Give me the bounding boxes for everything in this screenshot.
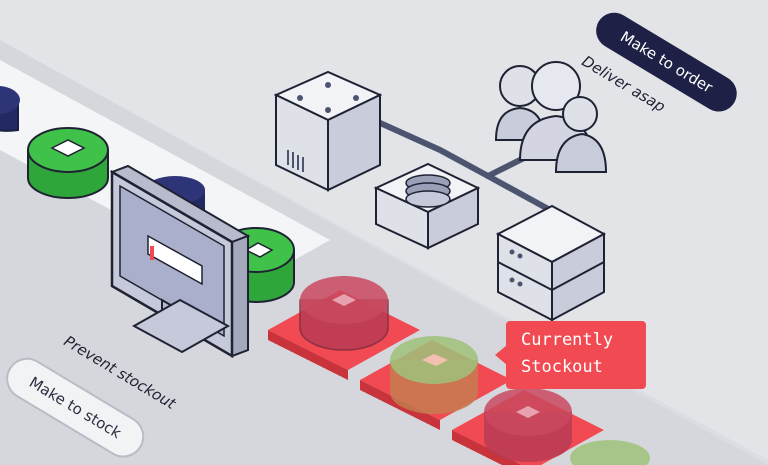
- callout-line-2: Stockout: [521, 357, 603, 377]
- document-icon: [244, 242, 274, 258]
- document-icon: [50, 139, 86, 157]
- stockout-callout: Currently Stockout: [506, 321, 646, 389]
- computer-monitor-icon: [109, 164, 251, 359]
- database-icon: [373, 162, 481, 250]
- chip-icon: [332, 294, 356, 306]
- chip-icon: [516, 406, 540, 418]
- green-disk-1: [27, 127, 109, 199]
- stockout-disk-green: [390, 336, 478, 414]
- stockout-disk-2: [484, 388, 572, 462]
- stockout-disk-1: [299, 276, 389, 351]
- callout-pointer: [495, 345, 507, 365]
- document-icon: [422, 354, 448, 366]
- callout-line-1: Currently: [521, 330, 614, 350]
- navy-disk: [0, 86, 20, 132]
- server-rack-icon: [495, 204, 607, 322]
- server-cube-icon: [273, 70, 383, 192]
- stockout-disk-green-2: [570, 440, 650, 465]
- users-group-icon: [494, 61, 608, 173]
